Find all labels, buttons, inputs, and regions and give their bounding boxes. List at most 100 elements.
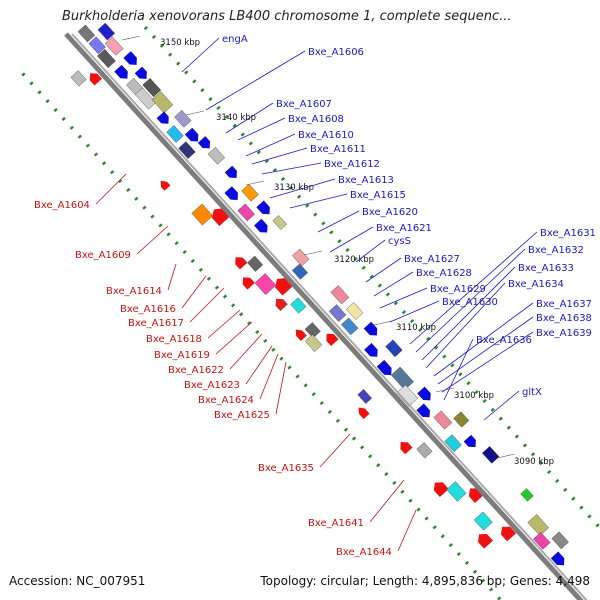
guide-dot xyxy=(192,79,197,84)
gene-block xyxy=(166,125,184,143)
gene-block xyxy=(291,248,310,267)
reverse-leader-line xyxy=(397,509,417,552)
guide-dot xyxy=(239,312,244,317)
forward-gene-label: Bxe_A1612 xyxy=(324,159,380,170)
reverse-gene-label: Bxe_A1625 xyxy=(214,410,270,421)
gene-block xyxy=(446,481,467,502)
forward-gene-label: cysS xyxy=(388,236,411,247)
gene-block xyxy=(520,488,534,502)
guide-dot xyxy=(369,274,374,279)
guide-dot xyxy=(409,318,415,324)
gene-block xyxy=(88,36,106,55)
gene-block xyxy=(134,87,157,110)
forward-gene-arrow xyxy=(114,64,128,79)
gene-block xyxy=(390,366,414,391)
guide-dot xyxy=(361,265,366,270)
gene-block xyxy=(328,304,347,322)
guide-dot xyxy=(385,292,390,297)
guide-dot xyxy=(110,170,115,175)
guide-dot xyxy=(345,247,350,253)
gene-block xyxy=(453,411,470,428)
guide-dot xyxy=(498,416,503,421)
guide-dot xyxy=(474,390,479,395)
forward-gene-label: Bxe_A1639 xyxy=(536,328,592,339)
forward-leader-line xyxy=(415,248,526,353)
reverse-gene-label: Bxe_A1609 xyxy=(75,250,131,261)
reverse-gene-label: Bxe_A1616 xyxy=(120,304,176,315)
guide-dot xyxy=(432,525,437,530)
guide-dot xyxy=(376,463,381,468)
gene-block xyxy=(207,146,226,165)
reverse-gene-label: Bxe_A1641 xyxy=(308,518,364,529)
forward-gene-arrow xyxy=(364,342,378,357)
forward-gene-label: Bxe_A1632 xyxy=(528,245,584,256)
guide-dot xyxy=(256,150,261,155)
forward-leader-line xyxy=(483,390,520,421)
guide-dot xyxy=(343,427,349,432)
guide-dot xyxy=(53,107,58,113)
guide-dot xyxy=(214,285,220,290)
reverse-gene-arrow xyxy=(433,482,449,498)
guide-dot xyxy=(392,480,397,486)
guide-dot xyxy=(450,363,455,368)
guide-dot xyxy=(480,578,486,583)
guide-dot xyxy=(295,374,300,379)
gene-block xyxy=(304,334,323,352)
gene-block xyxy=(473,511,493,531)
gene-block xyxy=(357,389,373,404)
guide-dot xyxy=(159,43,165,48)
guide-dot xyxy=(464,560,470,565)
guide-dot xyxy=(319,400,324,406)
reverse-gene-label: Bxe_A1614 xyxy=(106,286,162,297)
kbp-tick-label: 3090 kbp xyxy=(514,457,554,467)
guide-dot xyxy=(240,132,245,137)
reverse-gene-label: Bxe_A1623 xyxy=(184,380,240,391)
forward-gene-label: Bxe_A1630 xyxy=(442,297,498,308)
forward-leader-line xyxy=(409,231,538,345)
forward-gene-label: Bxe_A1613 xyxy=(338,175,394,186)
reverse-leader-line xyxy=(319,433,351,468)
guide-dot xyxy=(200,88,205,93)
reverse-leader-line xyxy=(95,173,127,205)
reverse-gene-arrow xyxy=(235,257,248,270)
guide-dot xyxy=(176,61,181,66)
reverse-leader-line xyxy=(207,309,241,339)
guide-dot xyxy=(118,178,123,184)
reverse-gene-label: Bxe_A1619 xyxy=(154,350,210,361)
guide-dot xyxy=(21,72,26,77)
forward-gene-arrow xyxy=(197,136,211,149)
forward-gene-label: Bxe_A1611 xyxy=(310,144,366,155)
guide-dot xyxy=(442,354,447,359)
guide-dot xyxy=(393,301,399,306)
guide-dot xyxy=(360,445,365,450)
forward-leader-line xyxy=(225,102,274,134)
kbp-tick-label: 3100 kbp xyxy=(454,391,494,401)
reverse-leader-line xyxy=(136,225,169,255)
guide-dot xyxy=(224,114,229,119)
guide-dot xyxy=(466,381,471,386)
forward-leader-line xyxy=(433,302,534,377)
forward-gene-arrow xyxy=(156,111,169,124)
guide-dot xyxy=(335,418,341,423)
reverse-leader-line xyxy=(245,345,273,385)
guide-dot xyxy=(506,425,511,430)
reverse-leader-line xyxy=(215,321,253,355)
forward-gene-arrow xyxy=(184,127,199,142)
guide-dot xyxy=(206,276,211,281)
reverse-gene-arrow xyxy=(295,329,307,342)
guide-dot xyxy=(426,336,431,341)
gene-block xyxy=(330,285,350,305)
reverse-leader-line xyxy=(275,361,287,415)
guide-dot xyxy=(329,230,334,235)
guide-dot xyxy=(279,356,284,361)
guide-dot xyxy=(182,250,187,255)
reverse-leader-line xyxy=(167,263,177,291)
reverse-gene-label: Bxe_A1618 xyxy=(146,334,202,345)
guide-dot xyxy=(150,214,155,219)
chromosome-backbone xyxy=(64,32,584,600)
guide-dot xyxy=(29,81,34,86)
reverse-gene-label: Bxe_A1622 xyxy=(168,365,224,376)
label-leader-lines xyxy=(95,37,538,552)
gene-block xyxy=(416,442,433,459)
